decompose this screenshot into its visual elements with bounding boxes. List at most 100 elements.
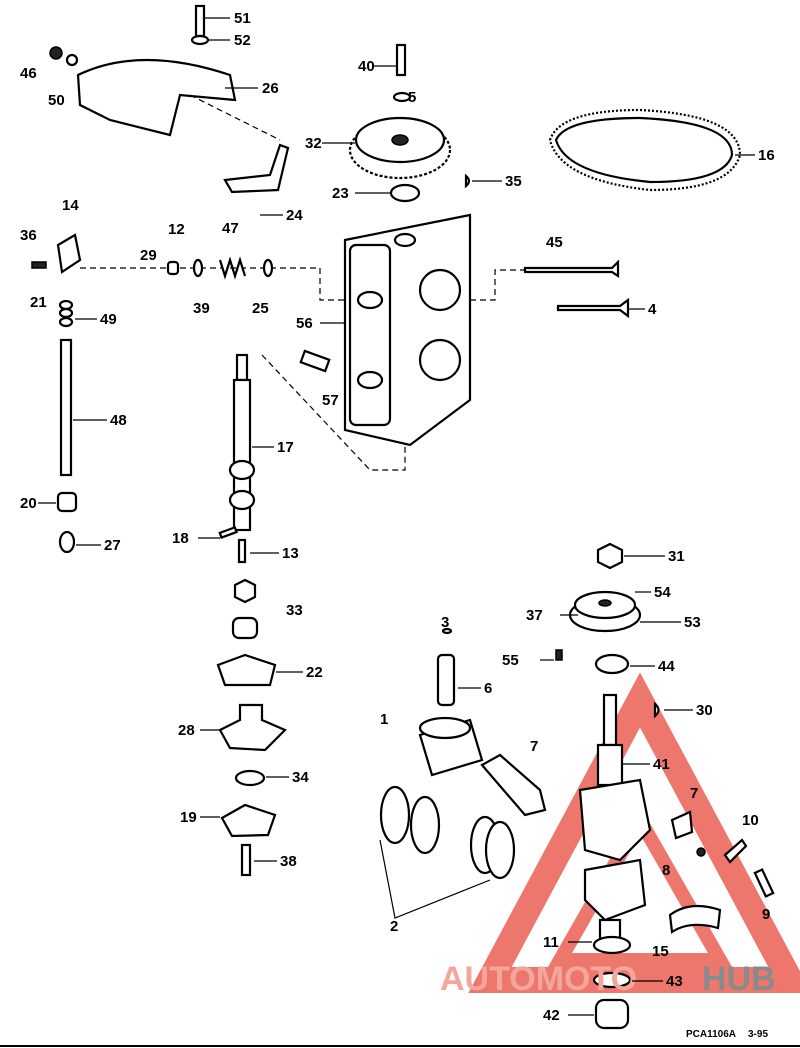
camshaft	[228, 353, 256, 532]
nut	[596, 542, 624, 570]
rod-cap	[670, 810, 694, 840]
callout-38: 38	[280, 853, 297, 870]
callout-37: 37	[526, 607, 543, 624]
callout-1: 1	[380, 711, 388, 728]
key	[464, 173, 471, 189]
callout-51: 51	[234, 10, 251, 27]
callout-3: 3	[441, 614, 449, 631]
callout-24: 24	[286, 207, 303, 224]
tappet	[56, 491, 78, 513]
piston-ring	[484, 820, 516, 880]
figure-date: 3-95	[748, 1029, 768, 1040]
screw	[555, 649, 563, 661]
bushing	[594, 998, 630, 1030]
bearing	[231, 616, 259, 640]
callout-22: 22	[306, 664, 323, 681]
gasket	[216, 653, 277, 687]
callout-30: 30	[696, 702, 713, 719]
callout-20: 20	[20, 495, 37, 512]
callout-53: 53	[684, 614, 701, 631]
bolt	[240, 843, 252, 877]
callout-11: 11	[543, 934, 559, 951]
bolt	[395, 43, 407, 77]
callout-47: 47	[222, 220, 239, 237]
callout-52: 52	[234, 32, 251, 49]
callout-40: 40	[358, 58, 375, 75]
connecting-rod	[480, 753, 547, 817]
callout-49: 49	[100, 311, 117, 328]
clip	[441, 627, 453, 635]
piston-ring	[379, 785, 411, 845]
callout-55: 55	[502, 652, 519, 669]
callout-57: 57	[322, 392, 339, 409]
callout-9: 9	[762, 906, 770, 923]
dowel-pin	[299, 349, 331, 373]
seal	[592, 935, 632, 955]
callout-13: 13	[282, 545, 299, 562]
callout-29: 29	[140, 247, 157, 264]
bracket	[223, 143, 290, 194]
callout-12: 12	[168, 221, 185, 238]
callout-32: 32	[305, 135, 322, 152]
callout-7: 7	[530, 738, 538, 755]
callout-17: 17	[277, 439, 294, 456]
callout-42: 42	[543, 1007, 560, 1024]
callout-18: 18	[172, 530, 189, 547]
callout-23: 23	[332, 185, 349, 202]
callout-48: 48	[110, 412, 127, 429]
callout-26: 26	[262, 80, 279, 97]
callout-8: 8	[662, 862, 670, 879]
washer	[65, 53, 79, 67]
exhaust-valve	[523, 259, 620, 279]
o-ring	[262, 258, 274, 278]
seal	[594, 653, 630, 675]
adjusting-screw	[31, 261, 47, 269]
washer	[392, 91, 412, 103]
washer	[190, 34, 210, 46]
figure-code: PCA1106A	[686, 1029, 736, 1040]
callout-54: 54	[654, 584, 671, 601]
intake-valve	[556, 297, 630, 319]
callout-34: 34	[292, 769, 309, 786]
washer	[192, 258, 204, 278]
callout-39: 39	[193, 300, 210, 317]
callout-15: 15	[652, 943, 669, 960]
callout-41: 41	[653, 756, 670, 773]
callout-6: 6	[484, 680, 492, 697]
nut	[233, 578, 257, 604]
bearing-half	[668, 904, 722, 934]
callout-33: 33	[286, 602, 303, 619]
callout-28: 28	[178, 722, 195, 739]
pin	[237, 538, 247, 564]
piston	[418, 716, 484, 777]
cylinder-head	[343, 213, 472, 447]
callout-7: 7	[690, 785, 698, 802]
seal	[389, 183, 421, 203]
callout-14: 14	[62, 197, 79, 214]
pin	[218, 525, 238, 539]
bolt	[194, 4, 206, 38]
nut	[49, 46, 63, 60]
flywheel-cover	[76, 58, 237, 137]
nut	[696, 847, 706, 857]
o-ring	[592, 971, 632, 989]
cover-plate	[220, 803, 277, 838]
o-ring	[234, 769, 266, 787]
callout-27: 27	[104, 537, 121, 554]
callout-36: 36	[20, 227, 37, 244]
callout-31: 31	[668, 548, 685, 565]
flywheel-hub	[568, 590, 642, 633]
timing-belt	[548, 108, 742, 192]
callout-19: 19	[180, 809, 197, 826]
callout-43: 43	[666, 973, 683, 990]
crankshaft	[578, 693, 652, 942]
spring	[218, 256, 247, 280]
spacer	[166, 260, 180, 276]
rocker-shaft	[58, 299, 74, 477]
key	[653, 701, 660, 719]
camshaft-pulley	[348, 116, 452, 180]
callout-45: 45	[546, 234, 563, 251]
